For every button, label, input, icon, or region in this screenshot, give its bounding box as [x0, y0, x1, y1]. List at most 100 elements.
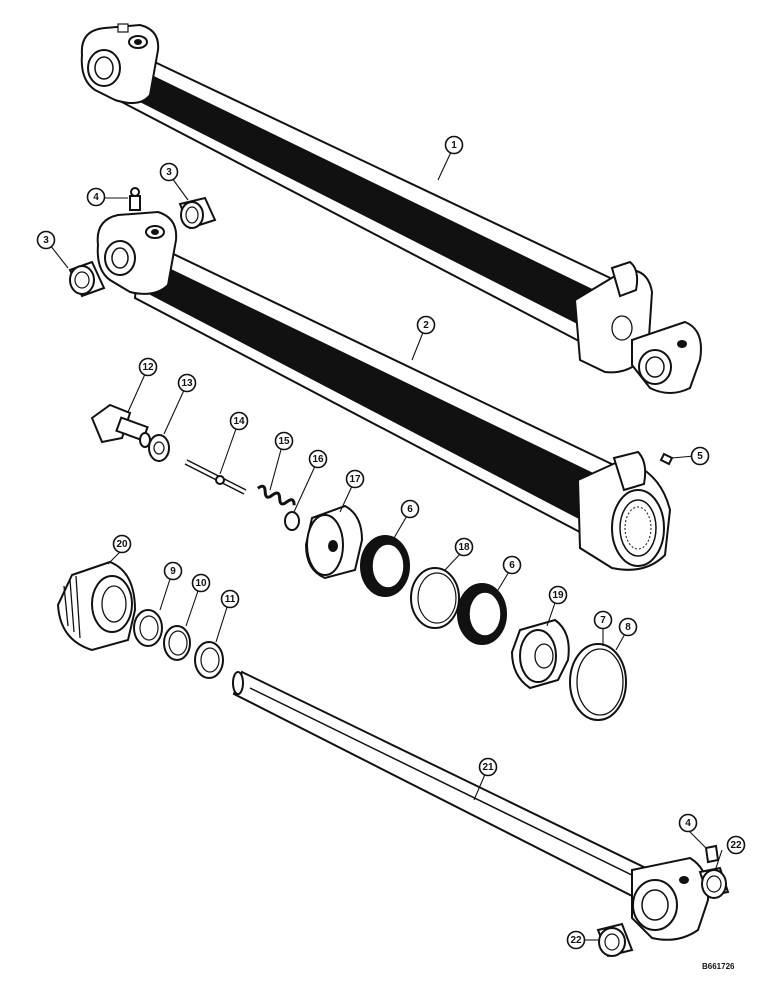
callout-c14: 14	[229, 411, 249, 431]
callout-number: 4	[93, 192, 99, 203]
callout-circle	[678, 813, 698, 833]
piston	[304, 504, 364, 580]
callout-circle	[444, 135, 464, 155]
callout-number: 18	[458, 542, 470, 553]
callout-circle	[36, 230, 56, 250]
callout-c12: 12	[138, 357, 158, 377]
seal-ring-large	[569, 643, 627, 721]
callout-circle	[163, 561, 183, 581]
callout-c1: 1	[444, 135, 464, 155]
callout-number: 8	[625, 622, 631, 633]
rod-seal	[133, 609, 163, 647]
callout-circle	[548, 585, 568, 605]
callout-circle	[690, 446, 710, 466]
callout-number: 5	[697, 451, 703, 462]
callout-number: 21	[482, 762, 494, 773]
callout-number: 16	[312, 454, 324, 465]
callout-c6b: 6	[502, 555, 522, 575]
bushing-left	[68, 260, 106, 298]
callout-circle	[454, 537, 474, 557]
cylinder-barrel-lower	[96, 210, 672, 571]
callout-number: 17	[349, 474, 361, 485]
callout-circle	[274, 431, 294, 451]
callout-number: 19	[552, 590, 564, 601]
callout-number: 3	[43, 235, 49, 246]
callout-number: 22	[730, 840, 742, 851]
callout-number: 6	[509, 560, 515, 571]
callout-c11: 11	[220, 589, 240, 609]
callout-circle	[138, 357, 158, 377]
bushing-lower-right	[698, 866, 730, 899]
seal-ring-lower	[457, 583, 507, 645]
bushing-upper	[178, 196, 217, 230]
callout-circle	[159, 162, 179, 182]
callout-c16: 16	[308, 449, 328, 469]
callout-number: 7	[600, 615, 606, 626]
wiper-seal	[194, 641, 224, 679]
callout-c3a: 3	[159, 162, 179, 182]
callout-c20: 20	[112, 534, 132, 554]
callout-layer	[49, 149, 723, 941]
callout-circle	[229, 411, 249, 431]
callout-number: 11	[225, 594, 236, 605]
drawing-code: B661726	[702, 962, 735, 971]
callout-number: 9	[170, 566, 176, 577]
callout-circle	[86, 187, 106, 207]
callout-number: 20	[116, 539, 128, 550]
callout-circle	[502, 555, 522, 575]
callout-c4b: 4	[678, 813, 698, 833]
callout-number: 22	[570, 935, 582, 946]
callout-circle	[177, 373, 197, 393]
callout-number: 3	[166, 167, 172, 178]
callout-circle	[416, 315, 436, 335]
cylinder-assembly-upper	[80, 23, 702, 394]
callout-number: 13	[181, 378, 193, 389]
wear-ring	[410, 567, 460, 629]
callout-circle	[726, 835, 746, 855]
callout-number: 14	[233, 416, 245, 427]
piston-nut	[510, 618, 570, 690]
washer	[148, 434, 170, 462]
grease-fitting-upper	[129, 187, 141, 211]
callout-c18: 18	[454, 537, 474, 557]
callout-number: 2	[423, 320, 429, 331]
callout-c6a: 6	[400, 499, 420, 519]
callout-circle	[112, 534, 132, 554]
callout-c7: 7	[593, 610, 613, 630]
grease-fitting-lower	[704, 844, 720, 864]
set-screw	[659, 452, 674, 466]
backup-ring	[163, 625, 191, 661]
callout-c5: 5	[690, 446, 710, 466]
callout-c21: 21	[478, 757, 498, 777]
callout-circle	[220, 589, 240, 609]
callout-c22b: 22	[566, 930, 586, 950]
callout-c15: 15	[274, 431, 294, 451]
bushing-lower-left	[596, 922, 634, 958]
callout-c10: 10	[191, 573, 211, 593]
callout-circle	[191, 573, 211, 593]
callout-number: 6	[407, 504, 413, 515]
callout-circle	[618, 617, 638, 637]
callout-c13: 13	[177, 373, 197, 393]
relief-valve-body	[90, 403, 151, 448]
callout-c3b: 3	[36, 230, 56, 250]
callout-circle	[566, 930, 586, 950]
callout-c8: 8	[618, 617, 638, 637]
callout-circle	[400, 499, 420, 519]
callout-circle	[345, 469, 365, 489]
callout-c22a: 22	[726, 835, 746, 855]
seal-ring-upper	[360, 535, 410, 597]
callout-c2: 2	[416, 315, 436, 335]
gland	[56, 560, 137, 652]
callout-c9: 9	[163, 561, 183, 581]
callout-number: 15	[278, 436, 290, 447]
piston-rod	[232, 670, 710, 941]
callout-circle	[593, 610, 613, 630]
plunger	[184, 459, 247, 495]
callout-circle	[478, 757, 498, 777]
callout-circle	[308, 449, 328, 469]
spring	[256, 484, 296, 506]
callout-number: 10	[195, 578, 207, 589]
